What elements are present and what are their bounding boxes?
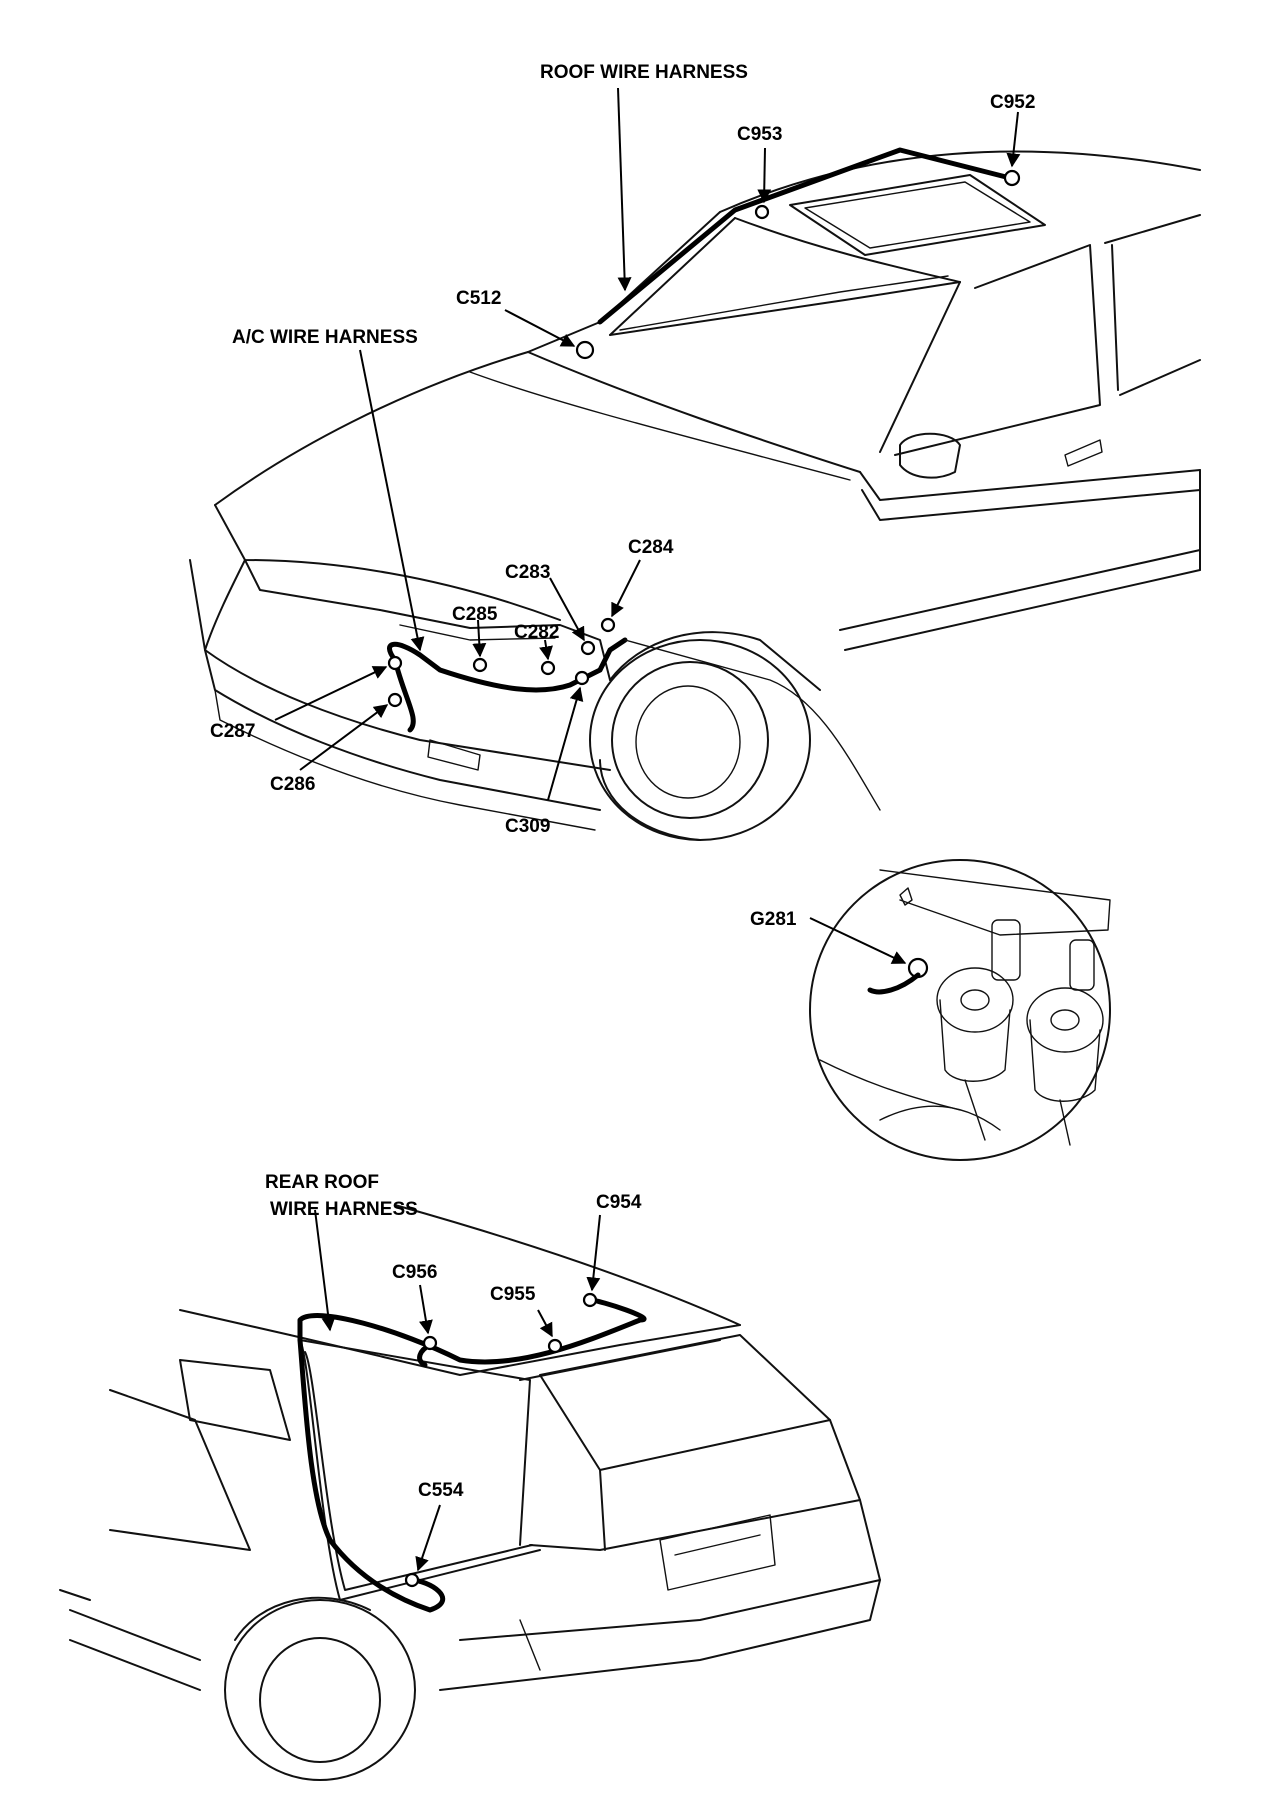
c283-label: C283 — [505, 562, 550, 583]
c952-label: C952 — [990, 92, 1035, 113]
labels: ROOF WIRE HARNESS C952 C953 C512 A/C WIR… — [210, 62, 1035, 1501]
c282-label: C282 — [514, 622, 559, 643]
c953-label: C953 — [737, 124, 782, 145]
c286-label: C286 — [270, 774, 315, 795]
rear-connectors — [404, 1292, 598, 1588]
g281-label: G281 — [750, 909, 797, 930]
ac-wire-harness-label: A/C WIRE HARNESS — [232, 327, 418, 348]
leader-lines — [274, 87, 1021, 1572]
c282-connector — [540, 660, 556, 676]
c512-label: C512 — [456, 288, 501, 309]
ground-detail-inset — [809, 859, 1111, 1161]
ac-wire-harness-drawing — [387, 637, 628, 733]
rear-wagon-illustration — [59, 1204, 881, 1781]
rear-roof-label-line2: WIRE HARNESS — [270, 1199, 418, 1220]
c287-label: C287 — [210, 721, 255, 742]
c953-connector — [754, 204, 770, 220]
c955-connector — [547, 1338, 563, 1354]
c286-connector — [387, 692, 403, 708]
rear-roof-wire-harness-drawing — [297, 1297, 647, 1613]
c285-label: C285 — [452, 604, 498, 625]
c952-connector — [1003, 169, 1021, 187]
c956-label: C956 — [392, 1262, 437, 1283]
c956-connector — [422, 1335, 438, 1351]
detail-link-wedge — [624, 639, 881, 811]
c955-label: C955 — [490, 1284, 536, 1305]
c284-label: C284 — [628, 537, 674, 558]
c309-connector — [574, 670, 590, 686]
c287-connector — [387, 655, 403, 671]
roof-wire-harness-label: ROOF WIRE HARNESS — [540, 62, 748, 83]
front-car-illustration — [189, 150, 1201, 841]
roof-wire-harness-drawing — [597, 147, 1013, 325]
front-connectors — [387, 169, 1021, 708]
c512-connector — [575, 340, 595, 360]
c554-connector — [404, 1572, 420, 1588]
c954-label: C954 — [596, 1192, 642, 1213]
c283-connector — [580, 640, 596, 656]
c285-connector — [472, 657, 488, 673]
c284-connector — [600, 617, 616, 633]
rear-roof-label-line1: REAR ROOF — [265, 1172, 379, 1193]
c309-label: C309 — [505, 816, 550, 837]
c554-label: C554 — [418, 1480, 464, 1501]
c954-connector — [582, 1292, 598, 1308]
